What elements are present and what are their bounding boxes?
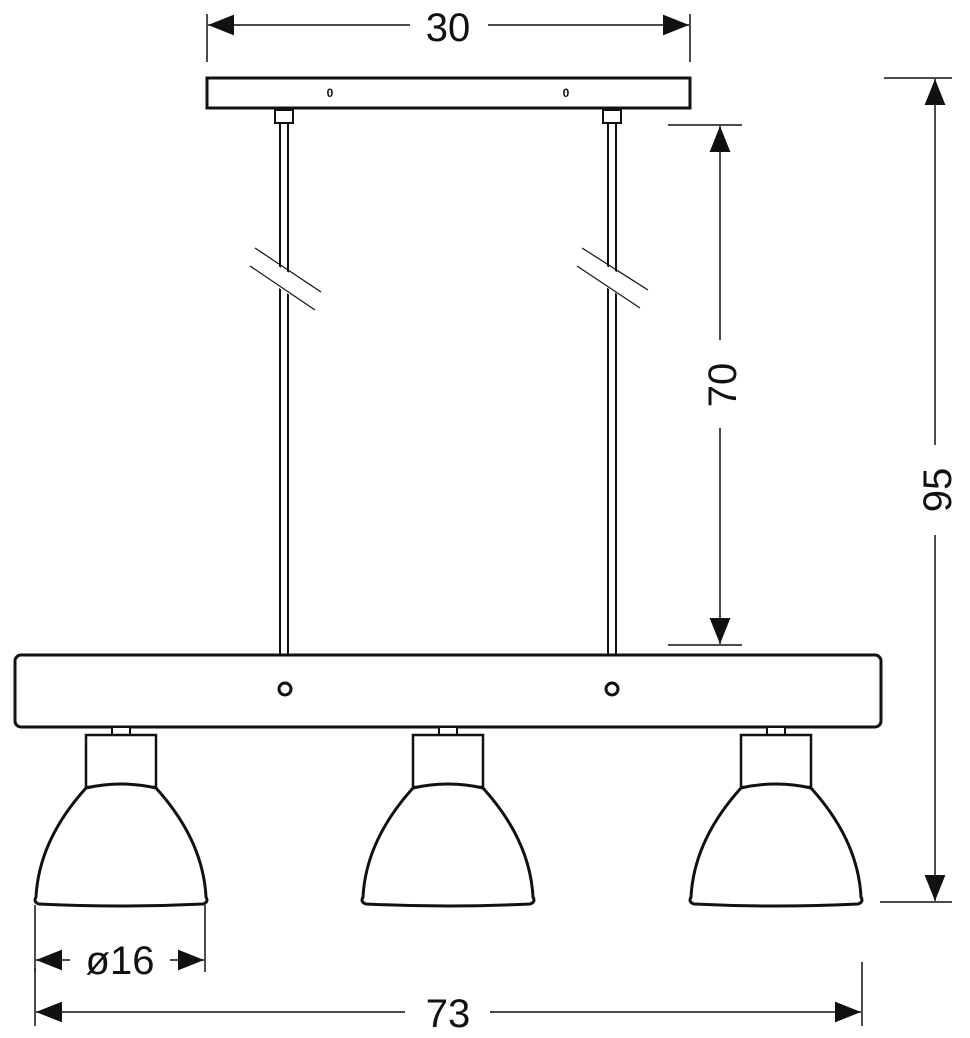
break-marks (248, 247, 650, 312)
suspension-rods (274, 109, 622, 655)
lamp-shade (688, 782, 864, 908)
lamp-shade (360, 782, 536, 908)
lamp (360, 726, 536, 908)
lamp-socket (739, 733, 813, 789)
dimension-total-width (34, 962, 863, 1026)
lamp (688, 726, 864, 908)
dimension-canopy-width (206, 14, 691, 62)
lamp-bar (13, 653, 883, 729)
dimension-label-73: 73 (426, 992, 471, 1036)
dimension-total-height (880, 77, 952, 903)
lamp-socket (84, 733, 158, 789)
dimension-label-70: 70 (701, 363, 745, 408)
screw-mark: 0 (327, 86, 334, 100)
dimension-label-30: 30 (426, 6, 471, 50)
dimension-label-95: 95 (916, 468, 960, 513)
dimension-shade-diameter (34, 905, 206, 972)
lamp-socket (411, 733, 485, 789)
lamp-shade (33, 782, 209, 908)
lamp-shades (33, 726, 864, 908)
dimension-label-16: ø16 (86, 939, 155, 983)
dimension-cable-length (668, 124, 742, 646)
ceiling-canopy: 0 0 (205, 76, 692, 110)
lamp (33, 726, 209, 908)
screw-mark: 0 (563, 86, 570, 100)
